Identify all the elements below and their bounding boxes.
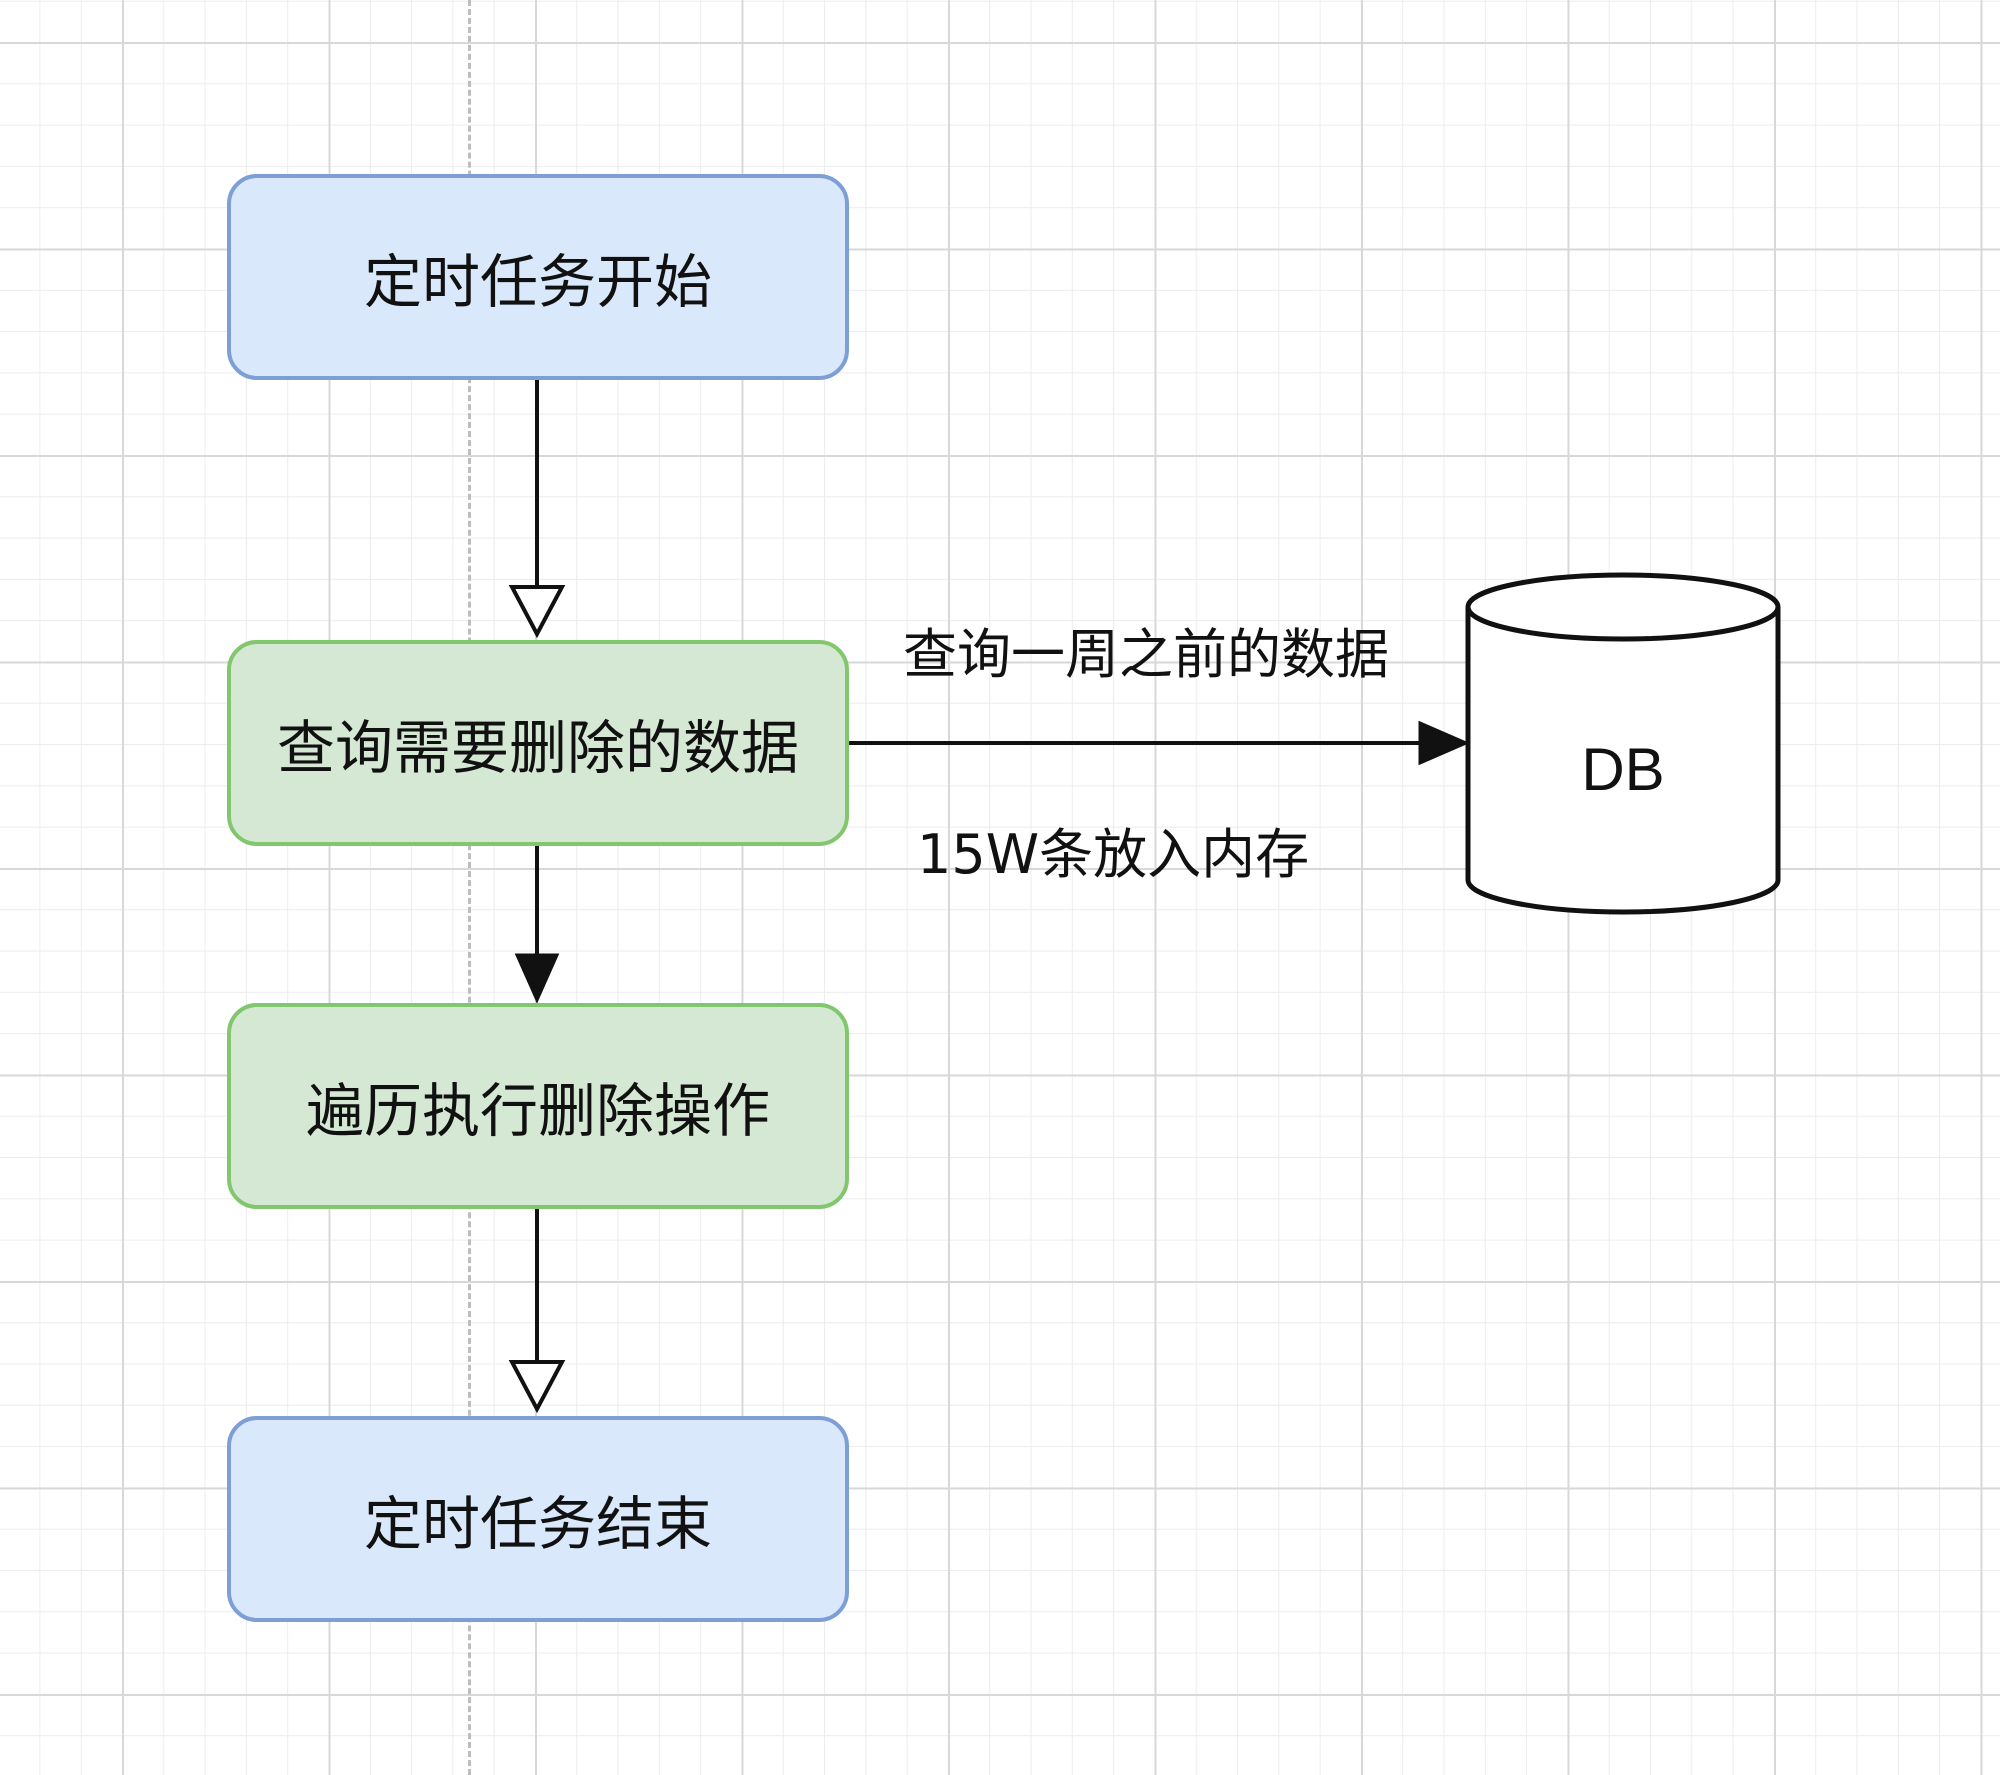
query-node[interactable]: 查询需要删除的数据 — [227, 640, 849, 846]
end-node-label: 定时任务结束 — [363, 1490, 712, 1558]
filled-arrowhead-iterate — [514, 953, 560, 1004]
hollow-arrowhead-query — [508, 585, 566, 639]
query-node-label: 查询需要删除的数据 — [276, 714, 799, 782]
database-label: DB — [1581, 735, 1665, 803]
start-node-label: 定时任务开始 — [363, 248, 712, 316]
iterate-node-label: 遍历执行删除操作 — [305, 1077, 770, 1145]
dashed-guide-line — [468, 0, 471, 1775]
hollow-arrowhead-end — [508, 1360, 566, 1414]
query-result-label: 15W条放入内存 — [917, 823, 1310, 886]
iterate-node[interactable]: 遍历执行删除操作 — [227, 1003, 849, 1209]
start-node[interactable]: 定时任务开始 — [227, 174, 849, 380]
end-node[interactable]: 定时任务结束 — [227, 1416, 849, 1622]
filled-arrowhead-db — [1418, 720, 1470, 766]
query-request-label: 查询一周之前的数据 — [903, 623, 1389, 686]
database-cylinder — [1465, 572, 1781, 915]
